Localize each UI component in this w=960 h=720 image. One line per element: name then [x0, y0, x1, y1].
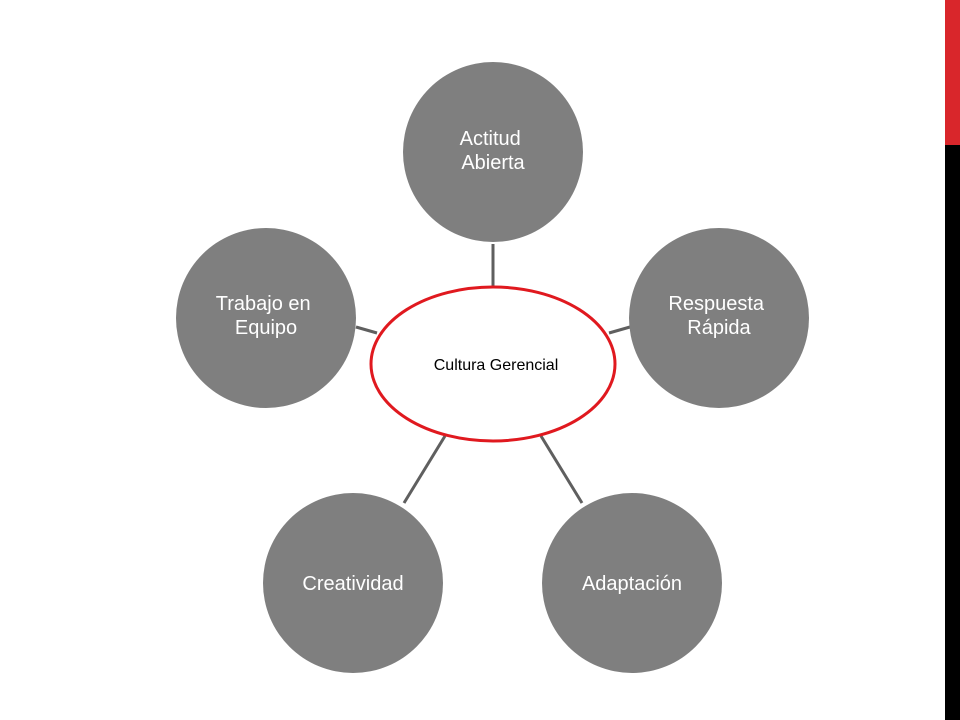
node-circle [542, 493, 722, 673]
node-label-line: Abierta [461, 152, 525, 174]
center-node: Cultura Gerencial [369, 285, 617, 443]
node-adaptacion: Adaptación [542, 493, 722, 673]
connector-trabajo-en-equipo [355, 325, 378, 335]
node-circle [629, 228, 809, 408]
center-ellipse [369, 285, 617, 443]
svg-text:Adaptación: Adaptación [582, 573, 682, 595]
connector-adaptacion [539, 435, 584, 504]
node-creatividad: Creatividad [263, 493, 443, 673]
node-label-line: Creatividad [302, 573, 403, 595]
node-label-line: Adaptación [582, 573, 682, 595]
node-label-line: Respuesta [668, 293, 764, 315]
svg-text:Actitud Abierta: Actitud Abierta [460, 128, 527, 174]
node-actitud-abierta: Actitud Abierta [403, 62, 583, 242]
node-circle [403, 62, 583, 242]
node-circle [176, 228, 356, 408]
node-label-line: Trabajo en [216, 293, 311, 315]
accent-bar-black [945, 145, 960, 720]
connector-respuesta-rapida [608, 325, 631, 335]
accent-bar-red [945, 0, 960, 145]
center-label: Cultura Gerencial [434, 357, 559, 374]
svg-text:Creatividad: Creatividad [302, 573, 403, 595]
node-label-line: Rápida [687, 317, 751, 339]
node-label-line: Actitud [460, 128, 521, 150]
svg-text:Respuesta Rápida: Respuesta Rápida [668, 293, 769, 339]
node-trabajo-en-equipo: Trabajo en Equipo [176, 228, 356, 408]
node-label-line: Equipo [235, 317, 297, 339]
connectors [355, 244, 631, 504]
connector-creatividad [402, 435, 447, 504]
svg-text:Trabajo en Equipo: Trabajo en Equipo [216, 293, 316, 339]
node-circle [263, 493, 443, 673]
node-respuesta-rapida: Respuesta Rápida [629, 228, 809, 408]
